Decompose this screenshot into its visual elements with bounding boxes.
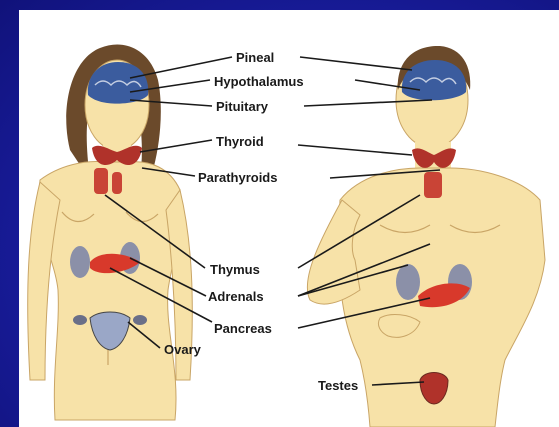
label-pituitary: Pituitary: [216, 99, 269, 114]
female-left-arm: [28, 182, 60, 380]
label-ovary: Ovary: [164, 342, 202, 357]
female-ovary-left: [73, 315, 87, 325]
label-thymus: Thymus: [210, 262, 260, 277]
male-kidney-left: [396, 264, 420, 300]
male-figure: [307, 46, 545, 427]
label-hypothalamus: Hypothalamus: [214, 74, 304, 89]
female-figure: [28, 45, 193, 420]
female-body: [39, 162, 181, 420]
label-pancreas: Pancreas: [214, 321, 272, 336]
female-kidney-left: [70, 246, 90, 278]
female-thymus: [94, 168, 108, 194]
leader-pineal-right: [300, 57, 412, 70]
label-pineal: Pineal: [236, 50, 274, 65]
leader-thyroid-right: [298, 145, 412, 155]
labels: Pineal Hypothalamus Pituitary Thyroid Pa…: [164, 50, 358, 393]
label-parathyroids: Parathyroids: [198, 170, 277, 185]
label-thyroid: Thyroid: [216, 134, 264, 149]
label-testes: Testes: [318, 378, 358, 393]
label-adrenals: Adrenals: [208, 289, 264, 304]
female-ovary-right: [133, 315, 147, 325]
male-thymus: [424, 172, 442, 198]
